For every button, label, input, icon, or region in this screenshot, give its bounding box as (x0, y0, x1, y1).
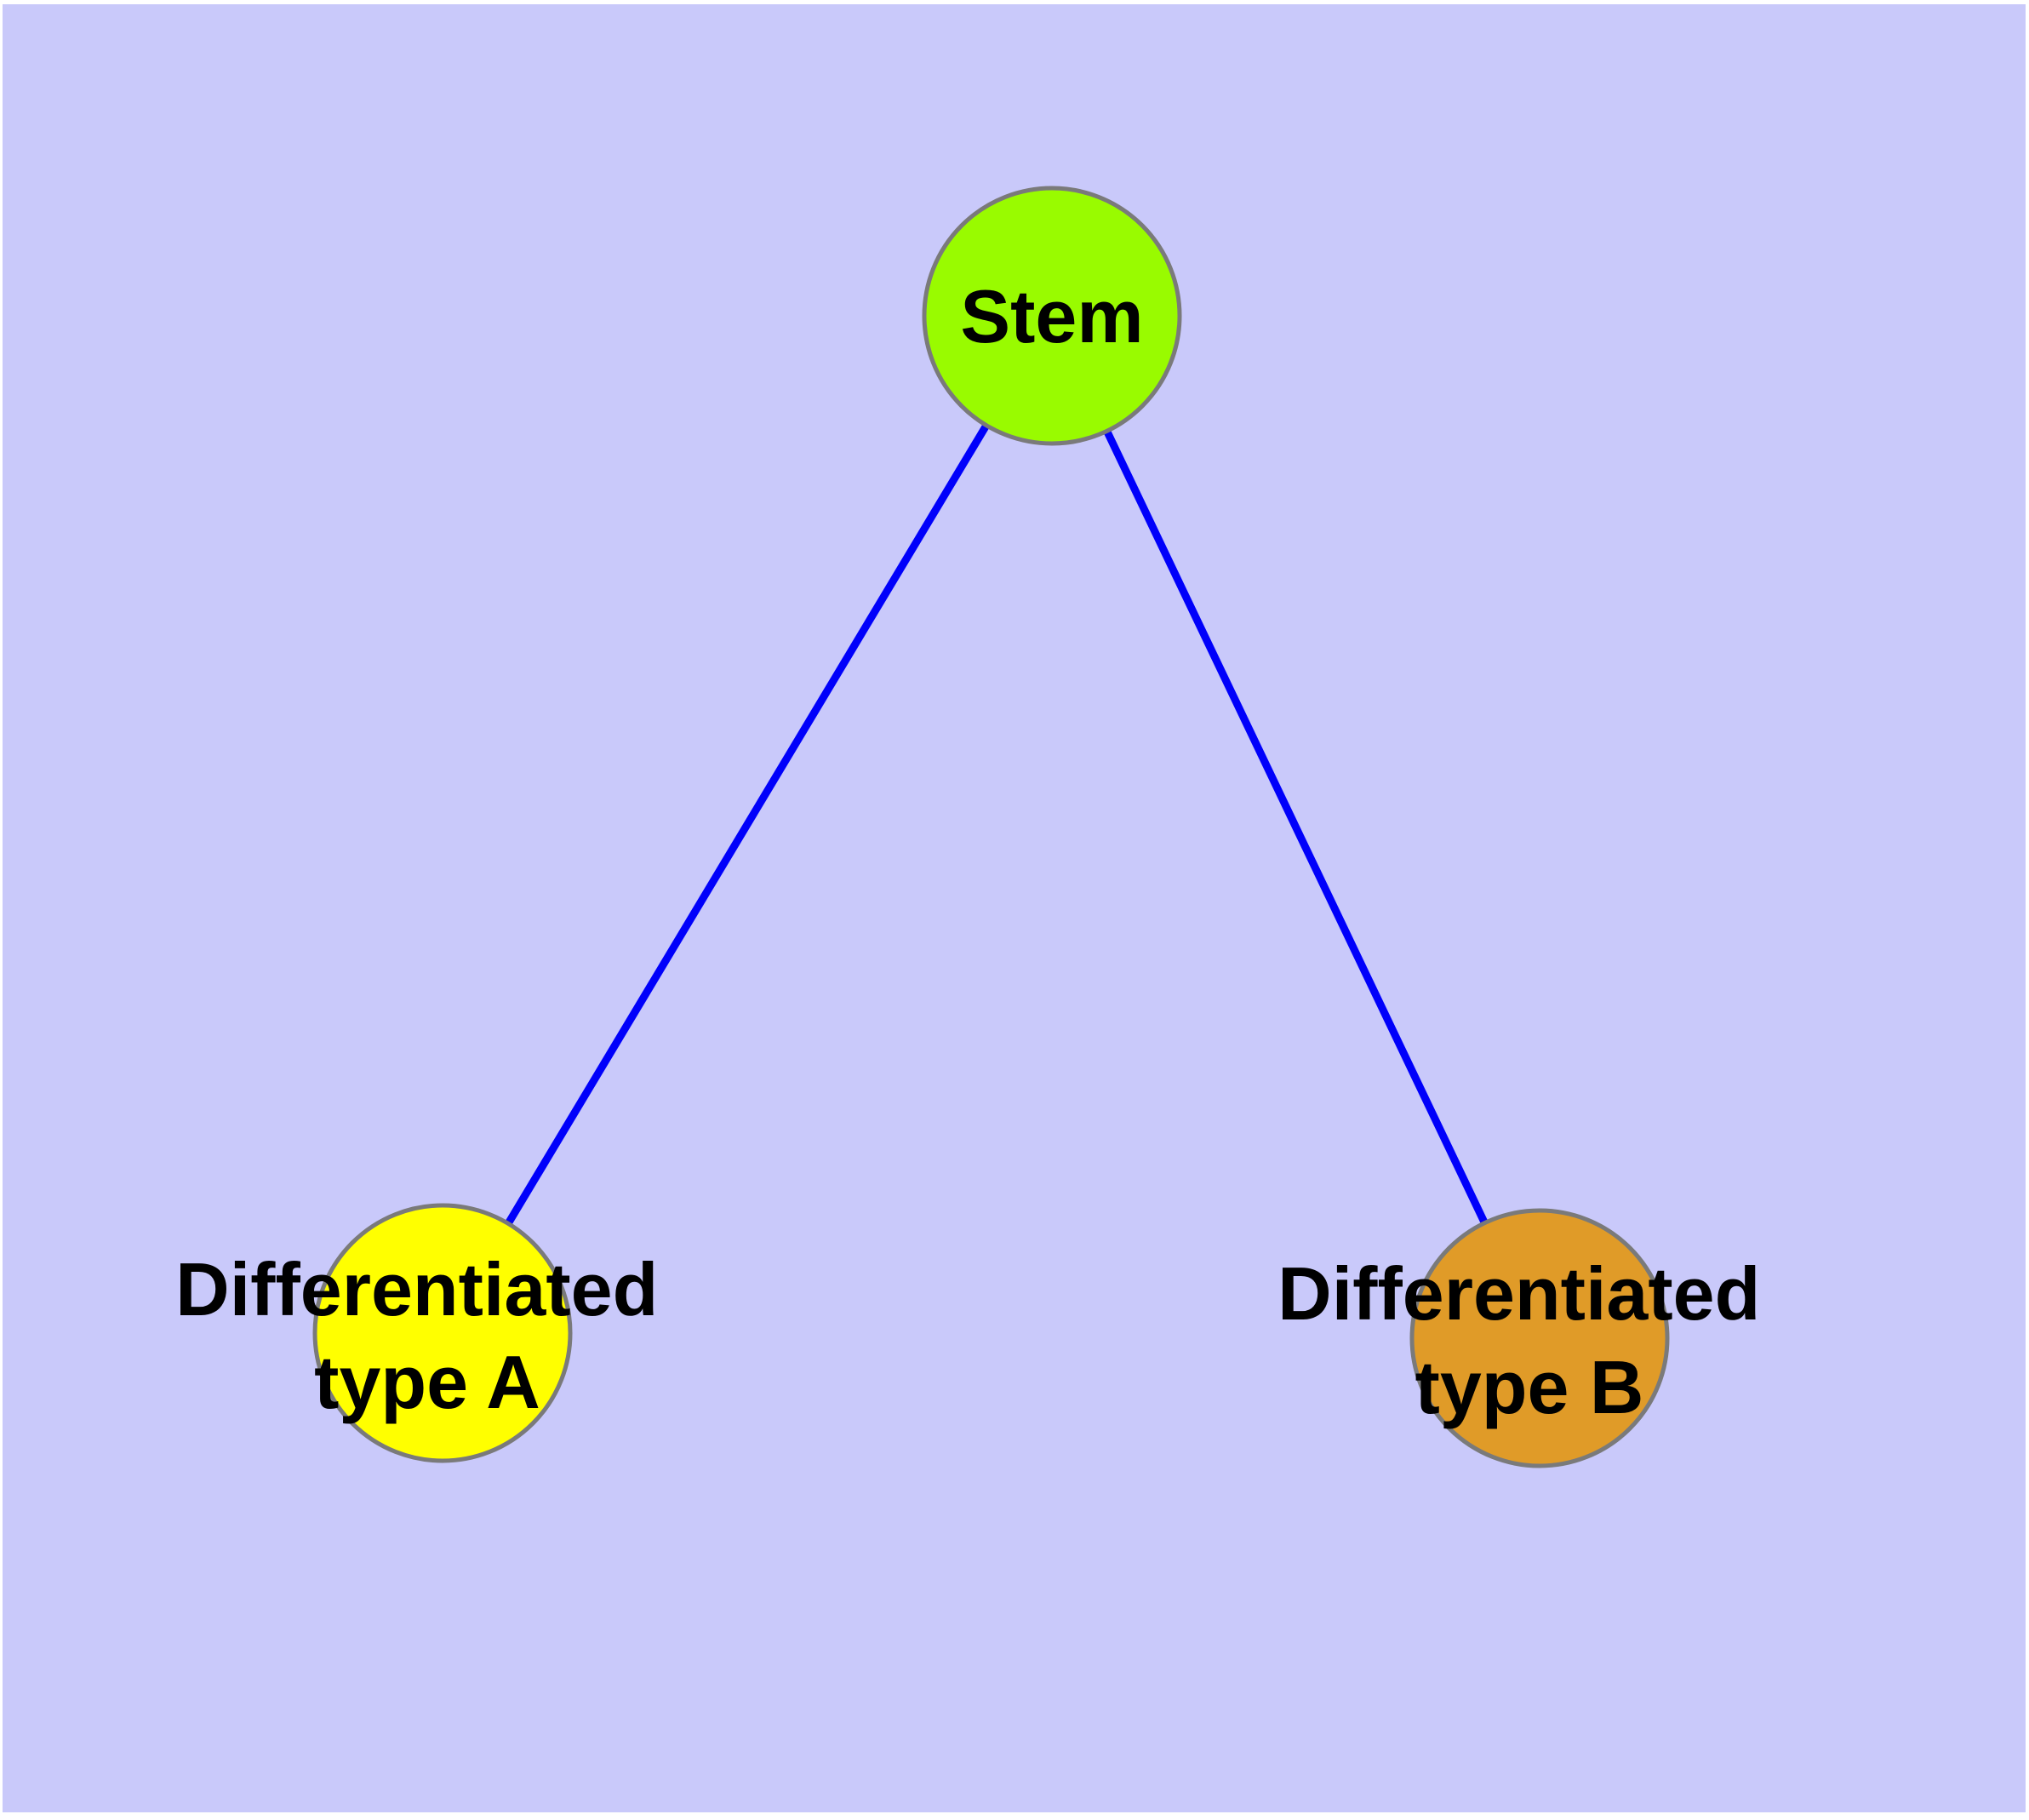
node-type-b-label-line2: type B (1415, 1345, 1644, 1429)
edge-stem-to-type-a (439, 313, 1055, 1336)
node-type-b-label: Differentiated type B (1277, 1251, 1781, 1429)
node-type-b-circle (1409, 1208, 1670, 1468)
node-type-a-circle (312, 1203, 573, 1463)
node-type-b-label-line1: Differentiated (1277, 1251, 1760, 1336)
node-type-a-label-line1: Differentiated (175, 1247, 658, 1331)
node-stem-label: Stem (960, 274, 1143, 358)
node-type-a-label-line2: type A (314, 1340, 540, 1424)
edge-stem-to-type-b (1048, 314, 1544, 1340)
node-stem-circle (922, 186, 1182, 446)
node-type-a-label: Differentiated type A (175, 1247, 679, 1424)
